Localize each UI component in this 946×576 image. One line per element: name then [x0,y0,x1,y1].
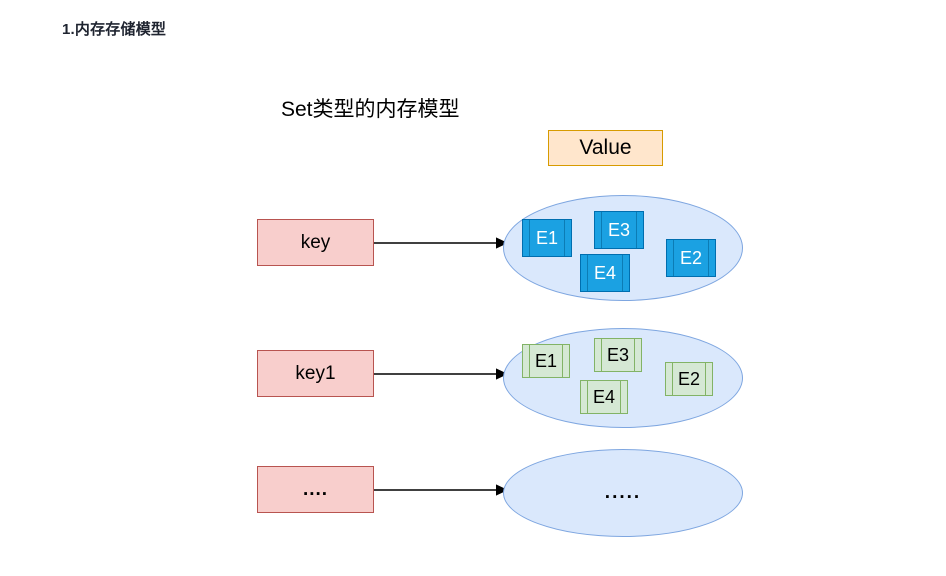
element-card-row-1-3: E4 [580,254,630,292]
element-label: E4 [593,263,617,283]
card-edge-line-right [620,381,621,413]
value-ellipse-row-3 [503,449,743,537]
card-edge-line-right [636,212,637,248]
key-box-row-2: key1 [257,350,374,397]
element-label: E4 [592,387,616,407]
page-title: 1.内存存储模型 [62,21,167,38]
card-edge-line-right [708,240,709,276]
element-label: E3 [606,345,630,365]
card-edge-line-left [672,363,673,395]
element-card-row-2-0: E1 [522,344,570,378]
element-label: E2 [677,369,701,389]
element-card-row-1-1: E3 [594,211,644,249]
ellipse-placeholder-label-row-3: ..... [604,482,642,503]
card-edge-line-left [529,345,530,377]
card-edge-line-left [587,255,588,291]
element-label: E2 [679,248,703,268]
diagram-title: Set类型的内存模型 [281,98,460,121]
card-edge-line-left [673,240,674,276]
card-edge-line-right [564,220,565,256]
key-box-row-3: .... [257,466,374,513]
card-edge-line-right [634,339,635,371]
card-edge-line-left [601,212,602,248]
key-box-row-1: key [257,219,374,266]
arrow-row-3 [374,484,508,496]
element-card-row-1-0: E1 [522,219,572,257]
element-card-row-2-3: E4 [580,380,628,414]
element-card-row-2-1: E3 [594,338,642,372]
card-edge-line-left [529,220,530,256]
card-edge-line-right [705,363,706,395]
element-label: E3 [607,220,631,240]
arrow-row-1 [374,237,508,249]
element-label: E1 [534,351,558,371]
card-edge-line-right [622,255,623,291]
arrow-row-2 [374,368,508,380]
element-card-row-1-2: E2 [666,239,716,277]
card-edge-line-left [587,381,588,413]
value-legend-box: Value [548,130,663,166]
element-label: E1 [535,228,559,248]
card-edge-line-right [562,345,563,377]
card-edge-line-left [601,339,602,371]
element-card-row-2-2: E2 [665,362,713,396]
